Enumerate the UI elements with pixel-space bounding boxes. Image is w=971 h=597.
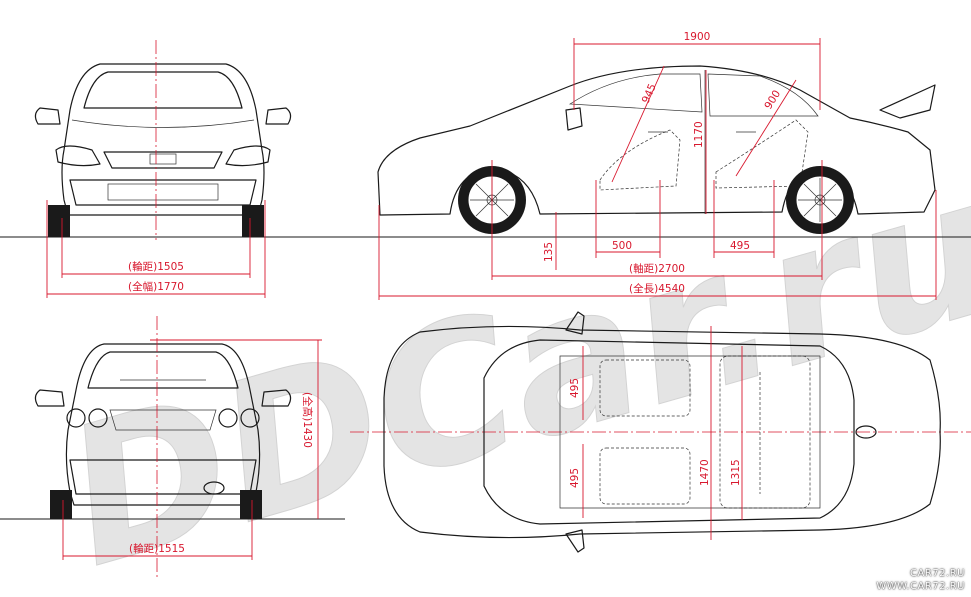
interior-width-rear-label: 1315 bbox=[730, 459, 742, 486]
rear-seat-depth-label: 495 bbox=[730, 240, 750, 252]
front-shoulder-room-label: 495 bbox=[569, 378, 581, 398]
front-headroom-label: 945 bbox=[640, 82, 659, 105]
side-view: 1900 945 900 1170 500 495 135 (軸距)2700 (… bbox=[345, 31, 971, 300]
rear-right-tire bbox=[240, 490, 262, 519]
rear-shoulder-room-label: 495 bbox=[569, 468, 581, 488]
ground-clearance-label: 135 bbox=[543, 242, 555, 262]
front-tread-label: (輪距)1505 bbox=[128, 260, 184, 273]
front-right-tire bbox=[242, 205, 264, 237]
rear-view: (輪距)1515 (全高)1430 bbox=[0, 316, 345, 580]
front-left-tire bbox=[48, 205, 70, 237]
footer-logo: CAR72.RU bbox=[910, 568, 965, 579]
wheelbase-label: (軸距)2700 bbox=[629, 262, 685, 275]
front-seat-depth-label: 500 bbox=[612, 240, 632, 252]
rear-left-tire bbox=[50, 490, 72, 519]
seat-height-label: 1170 bbox=[693, 121, 705, 148]
interior-width-front-label: 1470 bbox=[699, 459, 711, 486]
footer-url: WWW.CAR72.RU bbox=[876, 581, 965, 592]
rear-headroom-label: 900 bbox=[762, 88, 783, 111]
front-view: (輪距)1505 (全幅)1770 bbox=[0, 40, 345, 298]
interior-length-label: 1900 bbox=[684, 31, 711, 43]
overall-length-label: (全長)4540 bbox=[629, 282, 685, 295]
top-view: 495 495 1470 1315 bbox=[350, 311, 971, 553]
overall-width-label: (全幅)1770 bbox=[128, 280, 184, 293]
overall-height-label: (全高)1430 bbox=[301, 392, 314, 448]
